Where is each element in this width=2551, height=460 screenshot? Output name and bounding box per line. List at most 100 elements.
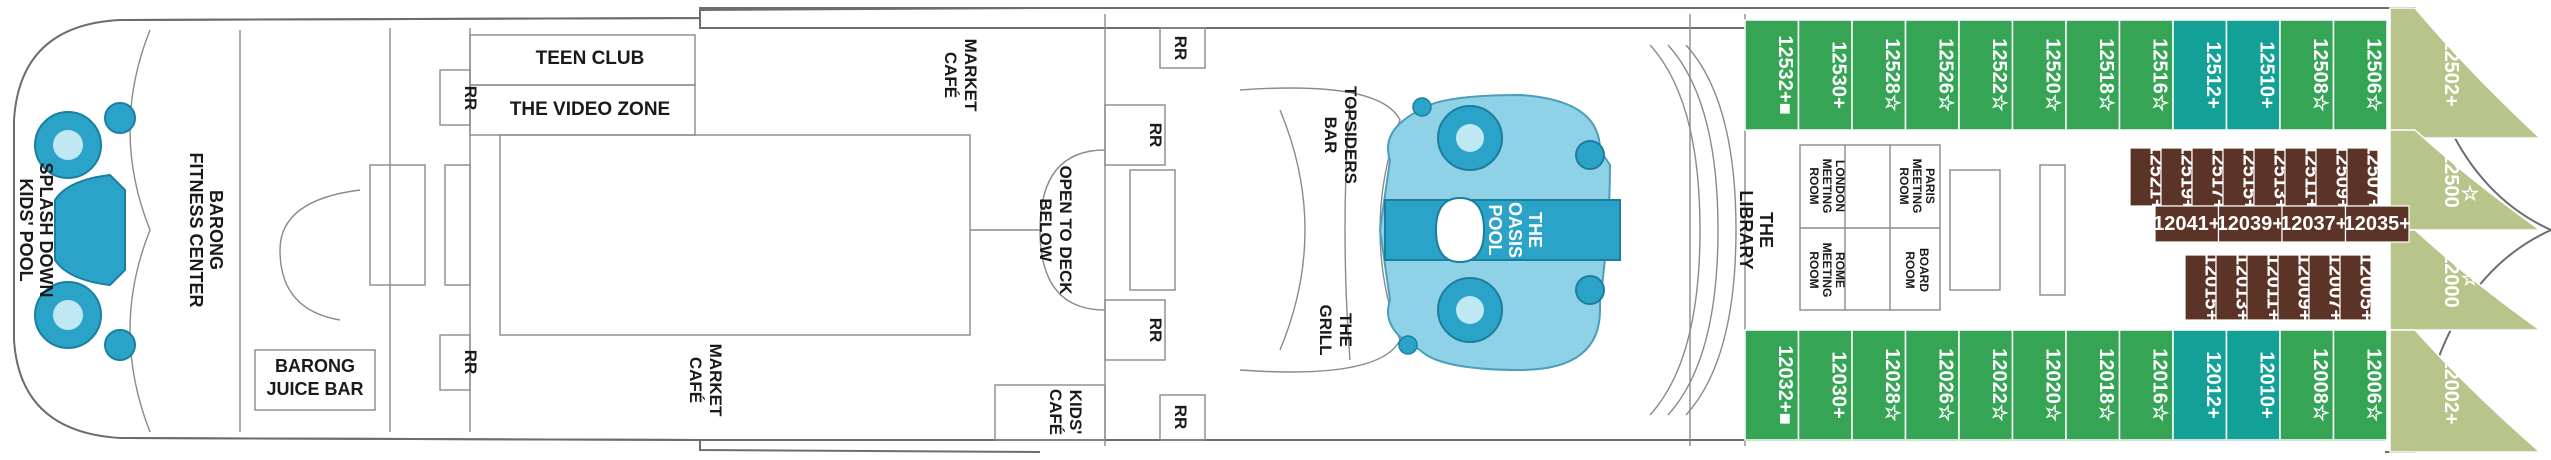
- cabin-box: [2011, 329, 2067, 441]
- inner-cabin[interactable]: 12005+: [2339, 254, 2378, 321]
- suite-star-icon: ☆: [2461, 268, 2479, 290]
- cabin-number: 12520☆: [2041, 38, 2063, 112]
- cabin-number: 12528☆: [1881, 38, 1903, 112]
- inner-cabin-box: [2344, 205, 2410, 243]
- inner-cabin-box: [2339, 254, 2372, 321]
- cabin[interactable]: 12518☆: [2065, 19, 2121, 131]
- juice-bar-label: BARONG: [275, 356, 355, 376]
- suite-box: [2389, 7, 2542, 139]
- svg-text:ROOM: ROOM: [1807, 167, 1821, 204]
- cabin[interactable]: 12512+: [2172, 19, 2228, 131]
- cabin[interactable]: 12028☆: [1851, 329, 1907, 441]
- fitness-center-label: BARONG FITNESS CENTER: [186, 152, 226, 307]
- cabin[interactable]: 12526☆: [1904, 19, 1960, 131]
- inner-cabin-box: [2129, 147, 2162, 207]
- cabin-box: [2332, 19, 2388, 131]
- inner-cabin[interactable]: 12041+: [2153, 205, 2220, 243]
- cabin[interactable]: 12510+: [2225, 19, 2281, 131]
- inner-cabin-box: [2281, 205, 2347, 243]
- cabin[interactable]: 12012+: [2172, 329, 2228, 441]
- suite-cabin[interactable]: 12000: [2389, 229, 2543, 331]
- cabin-box: [1958, 19, 2014, 131]
- cabin[interactable]: 12022☆: [1958, 329, 2014, 441]
- cabin[interactable]: 12508☆: [2279, 19, 2335, 131]
- cabin-number: 12010+: [2255, 351, 2277, 418]
- inner-cabin-box: [2246, 254, 2279, 321]
- cabin[interactable]: 12016☆: [2118, 329, 2174, 441]
- cabin-number: 12512+: [2202, 41, 2224, 108]
- inner-cabin[interactable]: 12037+: [2280, 205, 2347, 243]
- inner-cabin-box: [2184, 254, 2217, 321]
- cabin-box: [2118, 329, 2174, 441]
- cabin[interactable]: 12530+: [1797, 19, 1853, 131]
- cabin-number: 12018☆: [2095, 348, 2117, 422]
- inner-cabin-number: 12035+: [2344, 213, 2411, 235]
- cabin-number: 12022☆: [1988, 348, 2010, 422]
- svg-text:OASIS: OASIS: [1505, 202, 1525, 258]
- svg-text:POOL: POOL: [1485, 204, 1505, 255]
- splash-down-label: SPLASH DOWN KIDS' POOL: [16, 163, 56, 298]
- svg-text:TOPSIDERS: TOPSIDERS: [1341, 86, 1360, 184]
- svg-text:BOARD: BOARD: [1917, 248, 1931, 292]
- cabin-number: 12516☆: [2148, 38, 2170, 112]
- svg-text:THE: THE: [1336, 313, 1355, 347]
- inner-cabin-box: [2346, 147, 2379, 207]
- svg-text:MEETING: MEETING: [1820, 243, 1834, 298]
- svg-text:BARONG: BARONG: [206, 190, 226, 270]
- cabin[interactable]: 12520☆: [2011, 19, 2067, 131]
- restroom-label: RR: [1146, 123, 1165, 148]
- cabin[interactable]: 12030+: [1797, 329, 1853, 441]
- cabin-number: 12510+: [2255, 41, 2277, 108]
- svg-text:MEETING: MEETING: [1820, 159, 1834, 214]
- inner-cabin-number: 12039+: [2217, 213, 2284, 235]
- cabin[interactable]: 12020☆: [2011, 329, 2067, 441]
- inner-cabin-box: [2277, 254, 2310, 321]
- restroom-label: RR: [461, 350, 480, 375]
- cabin-number: 12020☆: [2041, 348, 2063, 422]
- splash-down-pool: [34, 102, 136, 361]
- inner-cabin-number: 12005+: [2356, 254, 2378, 321]
- cabin[interactable]: 12008☆: [2279, 329, 2335, 441]
- suite-cabin[interactable]: 12500: [2389, 129, 2543, 231]
- svg-text:LIBRARY: LIBRARY: [1736, 190, 1756, 269]
- cabin-number: 12032+■: [1774, 345, 1796, 424]
- svg-text:OPEN TO DECK: OPEN TO DECK: [1056, 165, 1075, 295]
- svg-text:MARKET: MARKET: [961, 39, 980, 112]
- suite-number: 12002+: [2440, 357, 2462, 424]
- suite-cabin[interactable]: 12002+: [2389, 329, 2543, 453]
- svg-text:KIDS' POOL: KIDS' POOL: [16, 178, 36, 281]
- rome-meeting-room-label: ROME MEETING ROOM: [1807, 243, 1847, 298]
- inner-cabin[interactable]: 12035+: [2344, 205, 2411, 243]
- cabin-box: [1744, 329, 1800, 441]
- cabin-box: [2118, 19, 2174, 131]
- inner-cabin[interactable]: 12517+: [2191, 143, 2230, 211]
- svg-text:GRILL: GRILL: [1316, 305, 1335, 356]
- cabin[interactable]: 12026☆: [1904, 329, 1960, 441]
- cabin[interactable]: 12516☆: [2118, 19, 2174, 131]
- video-zone-label: THE VIDEO ZONE: [510, 99, 670, 120]
- suite-cabin[interactable]: 12502+: [2389, 7, 2542, 139]
- cabin[interactable]: 12532+■: [1744, 19, 1800, 131]
- kids-cafe-label: KIDS' CAFÉ: [1046, 389, 1085, 435]
- svg-text:ROOM: ROOM: [1903, 251, 1917, 288]
- cabin[interactable]: 12032+■: [1744, 329, 1800, 441]
- inner-cabin[interactable]: 12507+: [2346, 143, 2385, 211]
- cabin[interactable]: 12528☆: [1851, 19, 1907, 131]
- inner-cabin[interactable]: 12039+: [2217, 205, 2284, 243]
- market-cafe-top-label: MARKET CAFÉ: [941, 39, 980, 112]
- cabin-number: 12532+■: [1774, 35, 1796, 114]
- cabin[interactable]: 12010+: [2225, 329, 2281, 441]
- svg-text:KIDS': KIDS': [1066, 390, 1085, 435]
- cabin-number: 12506☆: [2362, 38, 2384, 112]
- cabin[interactable]: 12506☆: [2332, 19, 2388, 131]
- suite-box: [2389, 129, 2543, 231]
- cabin-box: [1958, 329, 2014, 441]
- cabin-number: 12530+: [1827, 41, 1849, 108]
- cabin[interactable]: 12018☆: [2065, 329, 2121, 441]
- cabin-box: [1851, 19, 1907, 131]
- cabin[interactable]: 12006☆: [2332, 329, 2388, 441]
- cabin[interactable]: 12522☆: [1958, 19, 2014, 131]
- cabin-box: [1904, 329, 1960, 441]
- cabin-box: [2065, 19, 2121, 131]
